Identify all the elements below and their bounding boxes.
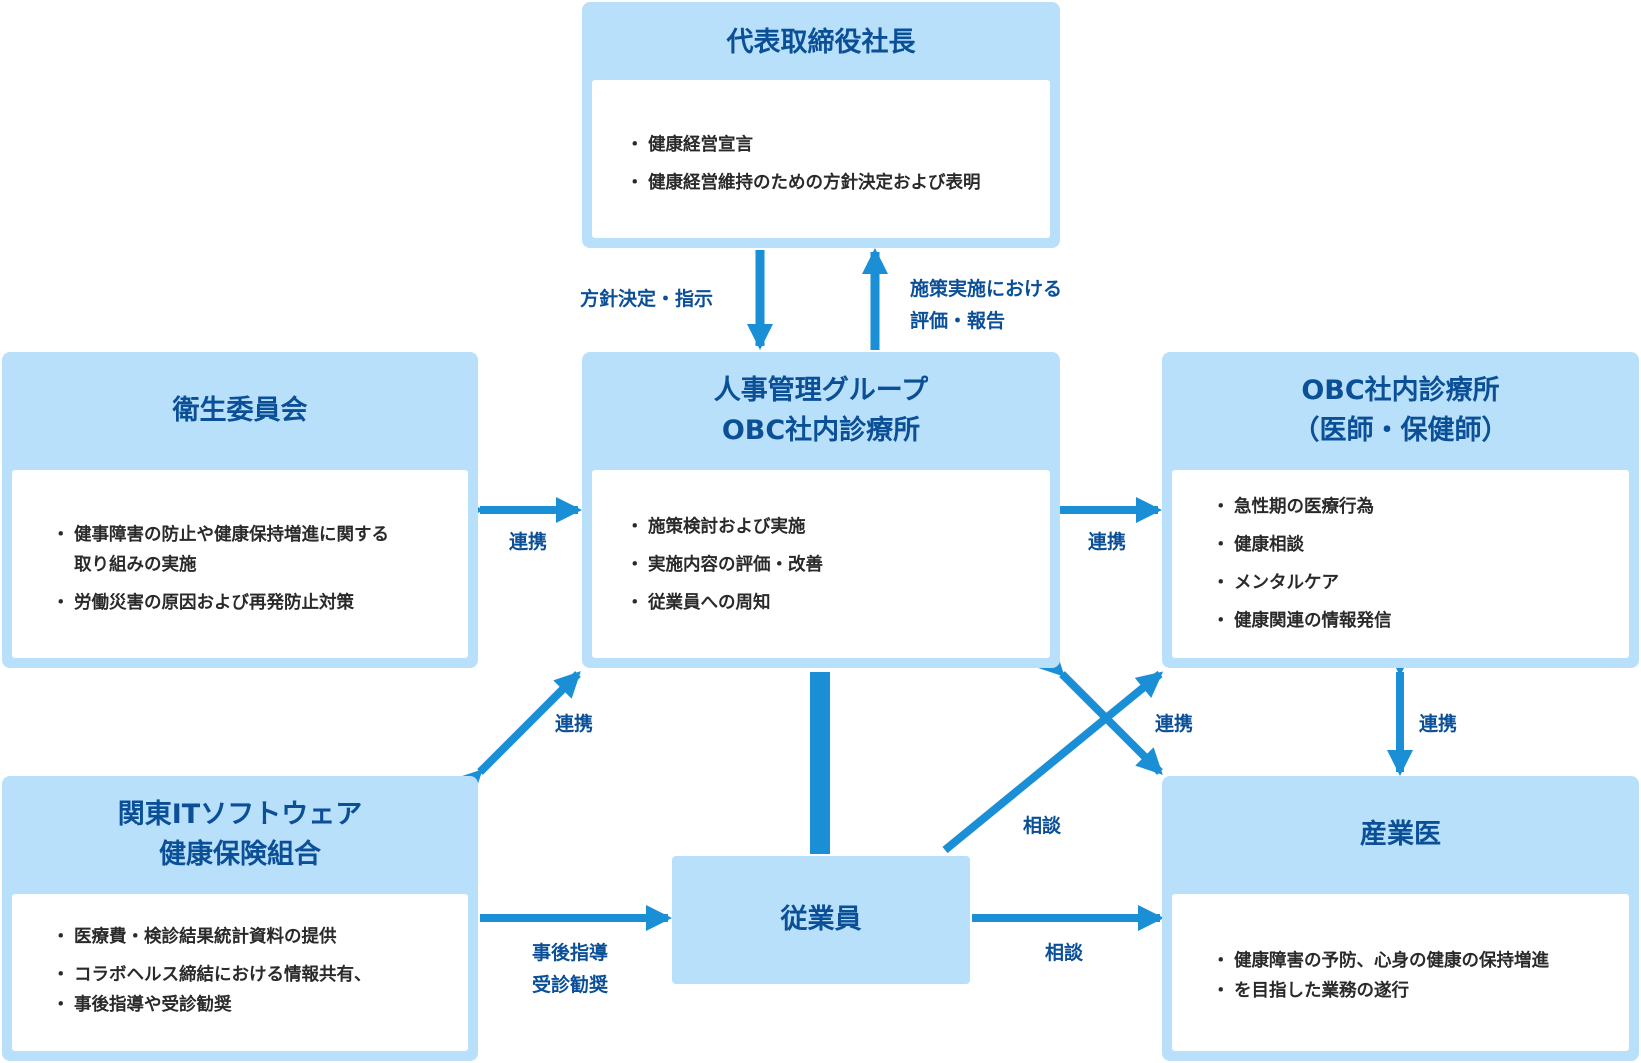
arrow-link-insurance-hr xyxy=(455,671,581,797)
doctor-title: 産業医 xyxy=(1360,819,1441,850)
president-items: 健康経営宣言 健康経営維持のための方針決定および表明 xyxy=(626,130,981,198)
list-item: 健康経営維持のための方針決定および表明 xyxy=(626,168,981,198)
clinic-items-panel: 急性期の医療行為 健康相談 メンタルケア 健康関連の情報発信 xyxy=(1172,470,1629,658)
president-items-panel: 健康経営宣言 健康経営維持のための方針決定および表明 xyxy=(592,80,1050,238)
committee-title: 衛生委員会 xyxy=(172,395,308,426)
label-link-clinic-doctor: 連携 xyxy=(1419,713,1458,735)
list-item: を目指した業務の遂行 xyxy=(1212,976,1549,1006)
committee-items-panel: 健事障害の防止や健康保持増進に関する 取り組みの実施 労働災害の原因および再発防… xyxy=(12,470,468,658)
president-box: 代表取締役社長 健康経営宣言 健康経営維持のための方針決定および表明 xyxy=(582,2,1060,248)
label-link-right: 連携 xyxy=(1088,531,1127,553)
list-item: 健事障害の防止や健康保持増進に関する xyxy=(52,520,389,550)
bar-hr-employee xyxy=(810,672,830,854)
label-link-diag-left: 連携 xyxy=(555,713,594,735)
list-item: メンタルケア xyxy=(1212,568,1392,598)
list-item: 健康経営宣言 xyxy=(626,130,981,160)
insurance-box: 関東ITソフトウェア 健康保険組合 医療費・検診結果統計資料の提供 コラボヘルス… xyxy=(2,776,478,1061)
committee-items: 健事障害の防止や健康保持増進に関する 取り組みの実施 労働災害の原因および再発防… xyxy=(52,520,389,618)
label-report-line1: 施策実施における xyxy=(910,278,1063,300)
label-guidance-line2: 受診勧奨 xyxy=(532,974,609,996)
hr-box: 人事管理グループ OBC社内診療所 施策検討および実施 実施内容の評価・改善 従… xyxy=(582,352,1060,668)
hr-items: 施策検討および実施 実施内容の評価・改善 従業員への周知 xyxy=(626,512,823,618)
label-link-diag-right: 連携 xyxy=(1155,713,1194,735)
doctor-items-panel: 健康障害の予防、心身の健康の保持増進 を目指した業務の遂行 xyxy=(1172,894,1629,1051)
list-item: 取り組みの実施 xyxy=(74,555,197,575)
list-item: 実施内容の評価・改善 xyxy=(626,550,823,580)
list-item: 健康関連の情報発信 xyxy=(1212,606,1392,636)
label-consult-diag: 相談 xyxy=(1023,815,1062,837)
hr-title-line2: OBC社内診療所 xyxy=(721,415,921,446)
clinic-title-line1: OBC社内診療所 xyxy=(1301,375,1500,406)
list-item: 施策検討および実施 xyxy=(626,512,823,542)
list-item: 事後指導や受診勧奨 xyxy=(52,990,372,1020)
label-link-left: 連携 xyxy=(509,531,548,553)
employee-title: 従業員 xyxy=(780,904,862,935)
label-consult-horiz: 相談 xyxy=(1045,942,1084,964)
hr-title-line1: 人事管理グループ xyxy=(713,375,929,406)
insurance-items: 医療費・検診結果統計資料の提供 コラボヘルス締結における情報共有、 事後指導や受… xyxy=(52,922,372,1020)
list-item: 健康障害の予防、心身の健康の保持増進 xyxy=(1212,946,1549,976)
arrow-link-hr-doctor xyxy=(1037,649,1163,775)
list-item: 医療費・検診結果統計資料の提供 xyxy=(52,922,372,952)
president-title: 代表取締役社長 xyxy=(726,27,916,58)
list-item: コラボヘルス締結における情報共有、 xyxy=(52,960,372,990)
list-item: 健康相談 xyxy=(1212,530,1392,560)
insurance-items-panel: 医療費・検診結果統計資料の提供 コラボヘルス締結における情報共有、 事後指導や受… xyxy=(12,894,468,1051)
doctor-items: 健康障害の予防、心身の健康の保持増進 を目指した業務の遂行 xyxy=(1212,946,1549,1006)
hr-items-panel: 施策検討および実施 実施内容の評価・改善 従業員への周知 xyxy=(592,470,1050,658)
employee-box: 従業員 xyxy=(672,856,970,984)
clinic-items: 急性期の医療行為 健康相談 メンタルケア 健康関連の情報発信 xyxy=(1212,492,1392,636)
insurance-title-line1: 関東ITソフトウェア xyxy=(117,799,363,830)
list-item: 労働災害の原因および再発防止対策 xyxy=(52,588,389,618)
insurance-title-line2: 健康保険組合 xyxy=(159,839,321,870)
label-guidance-line1: 事後指導 xyxy=(532,942,609,964)
arrow-consult-clinic xyxy=(942,670,1164,854)
list-item: 急性期の医療行為 xyxy=(1212,492,1392,522)
doctor-box: 産業医 健康障害の予防、心身の健康の保持増進 を目指した業務の遂行 xyxy=(1162,776,1639,1061)
clinic-box: OBC社内診療所 （医師・保健師） 急性期の医療行為 健康相談 メンタルケア 健… xyxy=(1162,352,1639,668)
label-report-line2: 評価・報告 xyxy=(910,310,1006,332)
list-item: 従業員への周知 xyxy=(626,588,823,618)
clinic-title-line2: （医師・保健師） xyxy=(1292,415,1509,446)
label-policy: 方針決定・指示 xyxy=(580,288,714,310)
committee-box: 衛生委員会 健事障害の防止や健康保持増進に関する 取り組みの実施 労働災害の原因… xyxy=(2,352,478,668)
